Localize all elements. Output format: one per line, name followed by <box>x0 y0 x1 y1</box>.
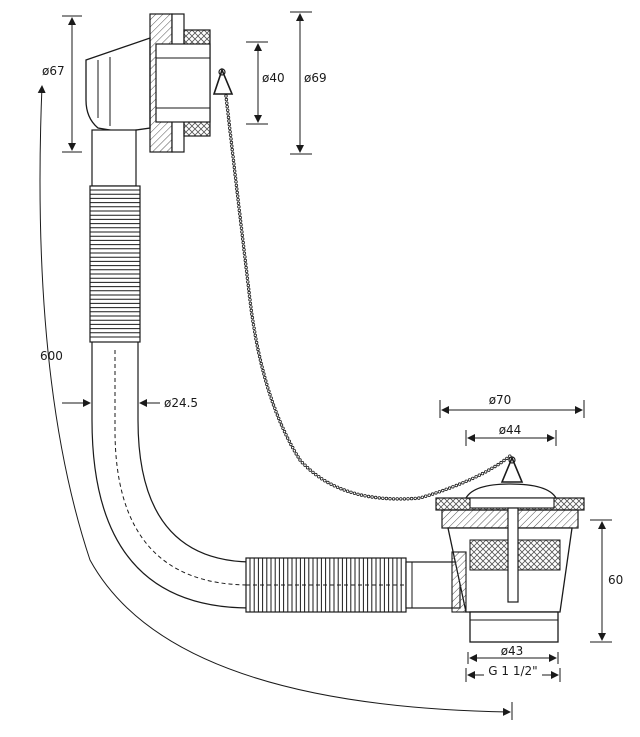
dimension-lines <box>37 11 612 720</box>
label-waste-inner: ø44 <box>499 423 522 437</box>
label-waste-outer: ø70 <box>489 393 512 407</box>
vertical-hose <box>89 129 141 420</box>
label-overflow-height: ø67 <box>42 64 65 78</box>
horizontal-hose <box>245 557 470 613</box>
plug-chain <box>224 94 512 501</box>
label-total-length: 600 <box>40 349 63 363</box>
label-hose-diameter: ø24.5 <box>164 396 198 410</box>
label-overflow-inner: ø40 <box>262 71 285 85</box>
label-overflow-outer: ø69 <box>304 71 327 85</box>
label-outlet-diameter: ø43 <box>501 644 524 658</box>
label-thread: G 1 1/2" <box>488 664 537 678</box>
label-waste-height: 60 <box>608 573 623 587</box>
hose-bend <box>91 350 251 609</box>
